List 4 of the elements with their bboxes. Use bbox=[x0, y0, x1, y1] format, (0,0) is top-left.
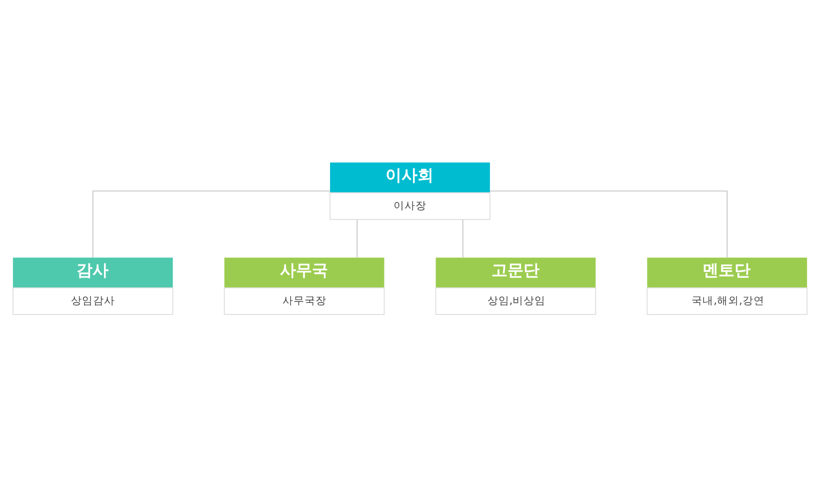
connector bbox=[356, 220, 358, 258]
connector bbox=[490, 190, 728, 258]
connector bbox=[92, 190, 330, 258]
connector bbox=[462, 220, 464, 258]
